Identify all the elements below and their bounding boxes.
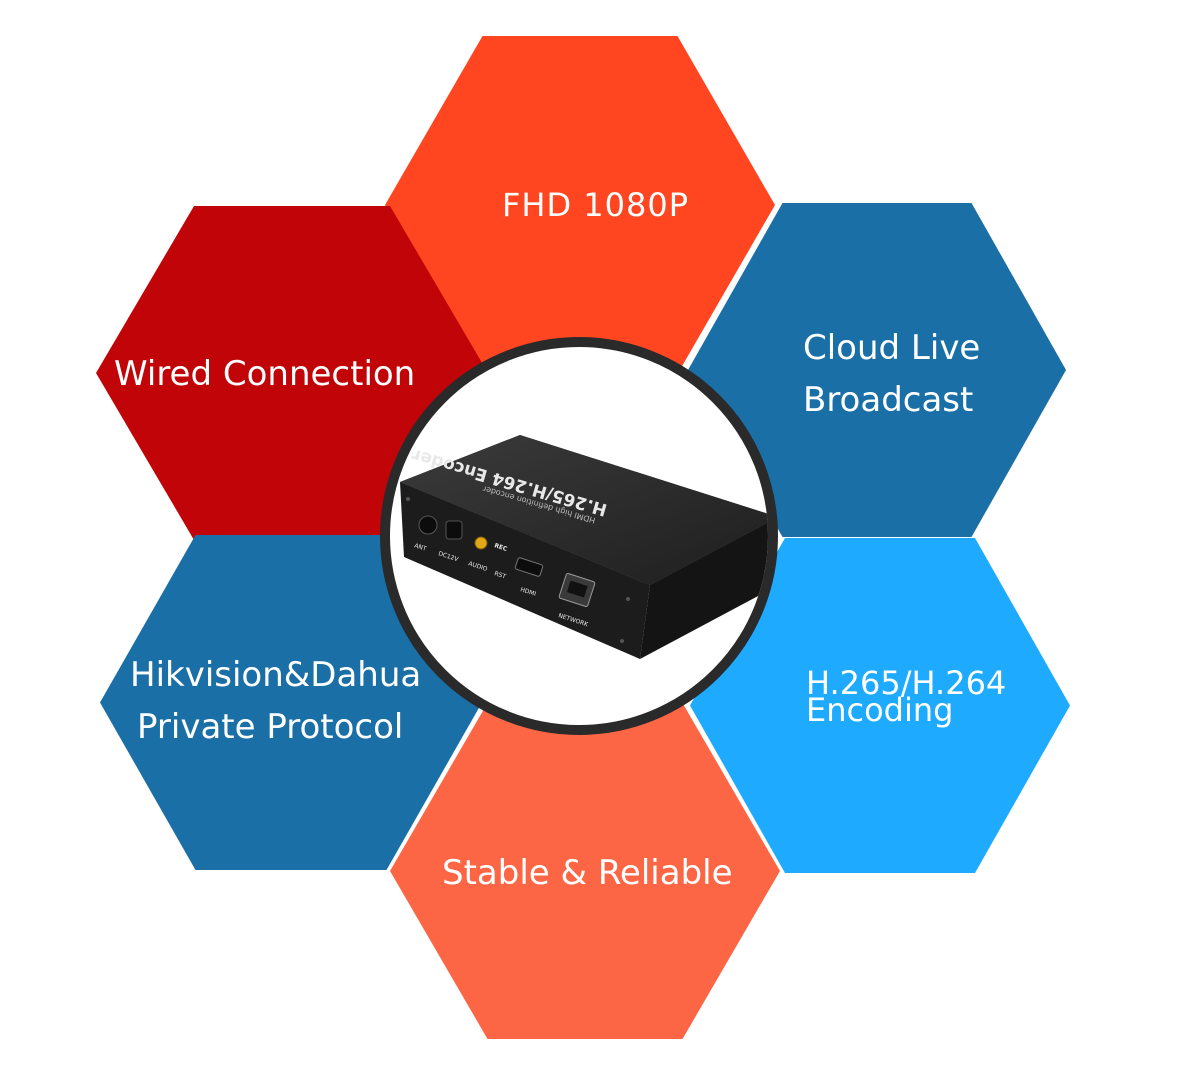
label-rst: RST	[493, 570, 507, 580]
hdmi-port	[514, 557, 544, 577]
feature-label-wired: Wired Connection	[114, 354, 416, 394]
feature-label-protocol-line1: Hikvision&Dahua	[130, 655, 422, 695]
feature-label-encoding-line1: H.265/H.264	[806, 664, 1007, 702]
feature-label-cloud-line1: Cloud Live	[803, 328, 981, 368]
feature-label-protocol-line2: Private Protocol	[137, 707, 404, 747]
feature-hex-stable: Stable & Reliable	[390, 703, 780, 1039]
feature-label-fhd: FHD 1080P	[502, 186, 690, 224]
feature-label-stable: Stable & Reliable	[442, 853, 733, 893]
feature-label-encoding-line2: Encoding	[806, 691, 954, 729]
label-ant: ANT	[413, 542, 427, 553]
encoder-device-image: H.265/H.264 Encoder HDMI high definition…	[400, 435, 768, 659]
audio-port	[474, 536, 488, 550]
feature-label-cloud-line2: Broadcast	[803, 380, 974, 420]
label-hdmi: HDMI	[519, 586, 537, 598]
label-rec: REC	[493, 542, 508, 553]
dc-port	[445, 520, 463, 540]
ant-port	[418, 515, 438, 535]
device-photo-circle: H.265/H.264 Encoder HDMI high definition…	[380, 337, 778, 735]
